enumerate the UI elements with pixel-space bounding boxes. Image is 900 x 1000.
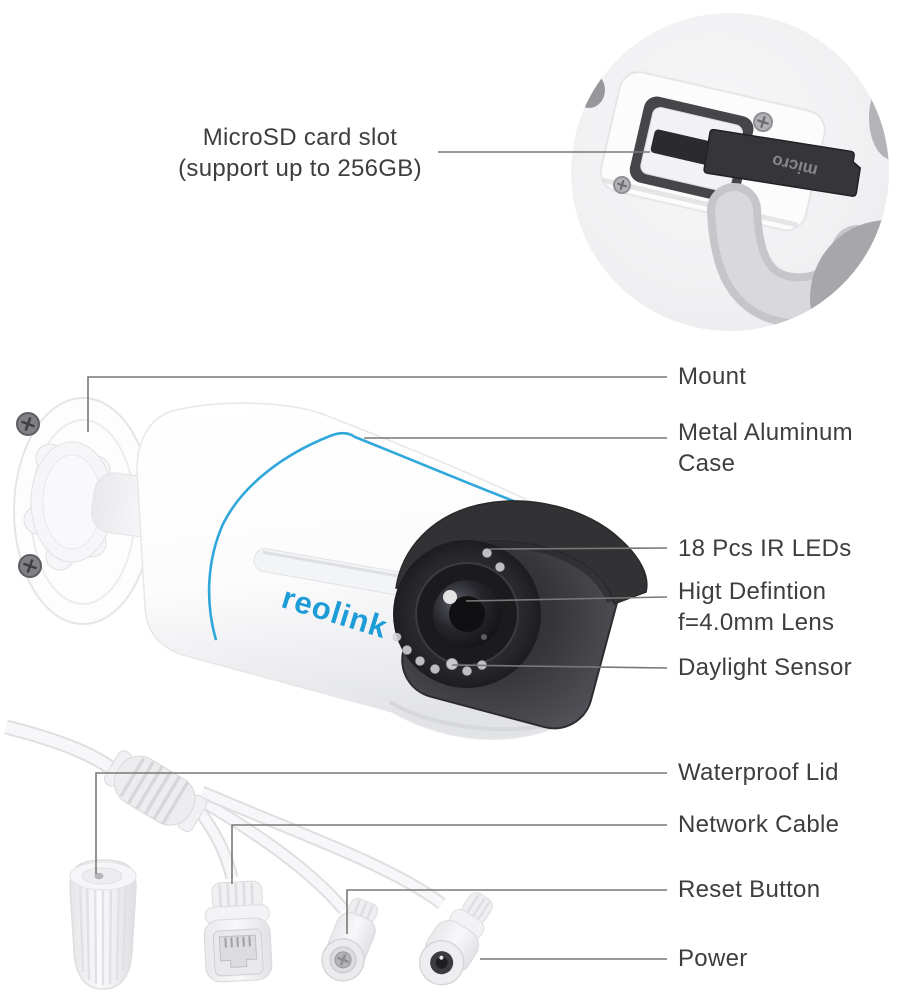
- camera-lens: [393, 540, 541, 688]
- microsd-inset: micro: [571, 13, 889, 331]
- panel-screw-bottom: [613, 176, 631, 194]
- label-microsd-line1: MicroSD card slot: [202, 124, 398, 151]
- panel-screw-top: [753, 112, 773, 132]
- lens-glint: [443, 590, 457, 604]
- label-ir-leds: 18 Pcs IR LEDs: [678, 535, 852, 562]
- label-reset-button: Reset Button: [678, 876, 821, 903]
- label-metal-case: Metal Aluminum Case: [678, 419, 853, 477]
- label-microsd-line2: (support up to 256GB): [178, 155, 422, 182]
- mount-knuckle: [23, 441, 114, 571]
- ir-leds-line: [489, 547, 668, 550]
- mount-line: [87, 376, 667, 432]
- network-cable-line: [231, 824, 667, 884]
- camera-illustration: reolink: [13, 397, 648, 740]
- mount-screw-top: [16, 412, 40, 436]
- rj45-socket: [218, 934, 258, 968]
- reset-button-line: [346, 889, 667, 934]
- label-mount: Mount: [678, 363, 747, 390]
- cable-illustration: [4, 719, 493, 990]
- cable-ferrule: [103, 750, 208, 832]
- mount-screw-bottom: [18, 554, 42, 578]
- inset-shadow-blob-left: [573, 72, 605, 108]
- ir-led-dots: [392, 548, 505, 676]
- label-power: Power: [678, 945, 748, 972]
- network-connector: [203, 880, 273, 983]
- camera-hood: [395, 500, 648, 605]
- waterproof-lid-line: [95, 772, 667, 874]
- lens-line: [465, 596, 668, 602]
- microsd-card: micro: [703, 128, 862, 197]
- label-microsd: MicroSD card slot (support up to 256GB): [140, 122, 460, 184]
- lid-hole: [94, 872, 104, 880]
- annotation-lines: [87, 151, 668, 960]
- blue-accent-seam: [207, 431, 565, 641]
- label-daylight-sensor: Daylight Sensor: [678, 654, 852, 681]
- label-waterproof-lid: Waterproof Lid: [678, 759, 839, 786]
- reset-connector: [321, 897, 379, 982]
- label-network-cable: Network Cable: [678, 811, 840, 838]
- daylight-sensor-line: [451, 664, 668, 669]
- label-lens: Higt Defintion f=4.0mm Lens: [678, 578, 835, 636]
- power-connector: [418, 892, 493, 986]
- daylight-sensor-dot: [446, 658, 458, 670]
- waterproof-lid: [69, 859, 137, 990]
